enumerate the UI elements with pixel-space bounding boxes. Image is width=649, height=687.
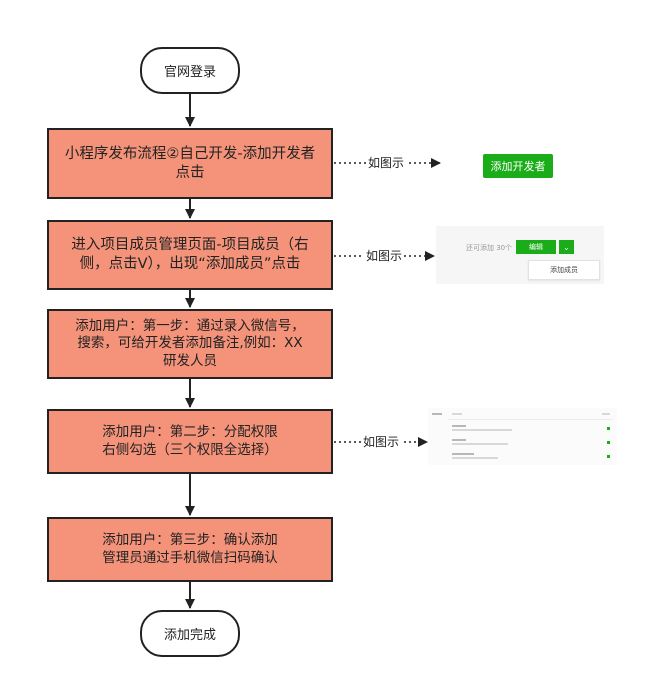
step-4-text: 添加用户：第二步：分配权限 右侧勾选（三个权限全选择）	[102, 423, 278, 458]
permission-list-screenshot	[428, 408, 617, 465]
permission-row-3-title	[452, 453, 474, 455]
start-label: 官网登录	[163, 65, 216, 80]
step-3-text: 添加用户：第一步：通过录入微信号， 搜索，可给开发者添加备注,例如：XX 研发人…	[75, 317, 305, 369]
permission-row-1-desc	[452, 429, 512, 431]
header-placeholder	[452, 413, 462, 415]
header-placeholder-right	[602, 413, 610, 415]
step-2-box: 进入项目成员管理页面-项目成员（右 侧，点击V），出现“添加成员”点击	[47, 220, 333, 290]
add-member-label: 添加成员	[550, 266, 578, 274]
permission-row-2-title	[452, 439, 466, 441]
step-5-box: 添加用户：第三步：确认添加 管理员通过手机微信扫码确认	[47, 517, 333, 582]
permission-row-1-title	[452, 425, 466, 427]
step-1-text: 小程序发布流程②自己开发-添加开发者 点击	[64, 145, 316, 181]
side-label-1: 如图示	[366, 156, 407, 170]
permission-row-3-check-icon[interactable]	[607, 455, 610, 458]
step-2-text: 进入项目成员管理页面-项目成员（右 侧，点击V），出现“添加成员”点击	[71, 237, 309, 272]
add-developer-button[interactable]: 添加开发者	[483, 154, 553, 178]
side-label-3: 如图示	[361, 435, 402, 449]
chevron-down-icon: ⌄	[563, 242, 570, 252]
sidebar-title-placeholder	[432, 413, 442, 415]
end-node: 添加完成	[140, 610, 240, 657]
step-4-box: 添加用户：第二步：分配权限 右侧勾选（三个权限全选择）	[47, 409, 333, 474]
member-panel-screenshot: 还可添加 30个 编辑 ⌄ 添加成员	[436, 226, 604, 284]
side-label-2: 如图示	[364, 249, 405, 263]
remaining-count-hint: 还可添加 30个	[466, 244, 513, 252]
divider	[448, 419, 613, 420]
permission-row-2-check-icon[interactable]	[607, 441, 610, 444]
dropdown-button[interactable]: ⌄	[559, 240, 574, 254]
permission-row-2-desc	[452, 443, 508, 445]
step-1-box: 小程序发布流程②自己开发-添加开发者 点击	[47, 128, 333, 199]
step-5-text: 添加用户：第三步：确认添加 管理员通过手机微信扫码确认	[102, 531, 278, 566]
permission-row-3-desc	[452, 457, 498, 459]
edit-label: 编辑	[529, 243, 543, 251]
permission-row-1-check-icon[interactable]	[607, 427, 610, 430]
start-node: 官网登录	[140, 47, 240, 94]
edit-button[interactable]: 编辑	[516, 240, 556, 254]
step-3-box: 添加用户：第一步：通过录入微信号， 搜索，可给开发者添加备注,例如：XX 研发人…	[47, 309, 333, 379]
add-member-menu-item[interactable]: 添加成员	[528, 260, 600, 280]
end-label: 添加完成	[163, 628, 216, 643]
add-developer-label: 添加开发者	[490, 160, 546, 173]
